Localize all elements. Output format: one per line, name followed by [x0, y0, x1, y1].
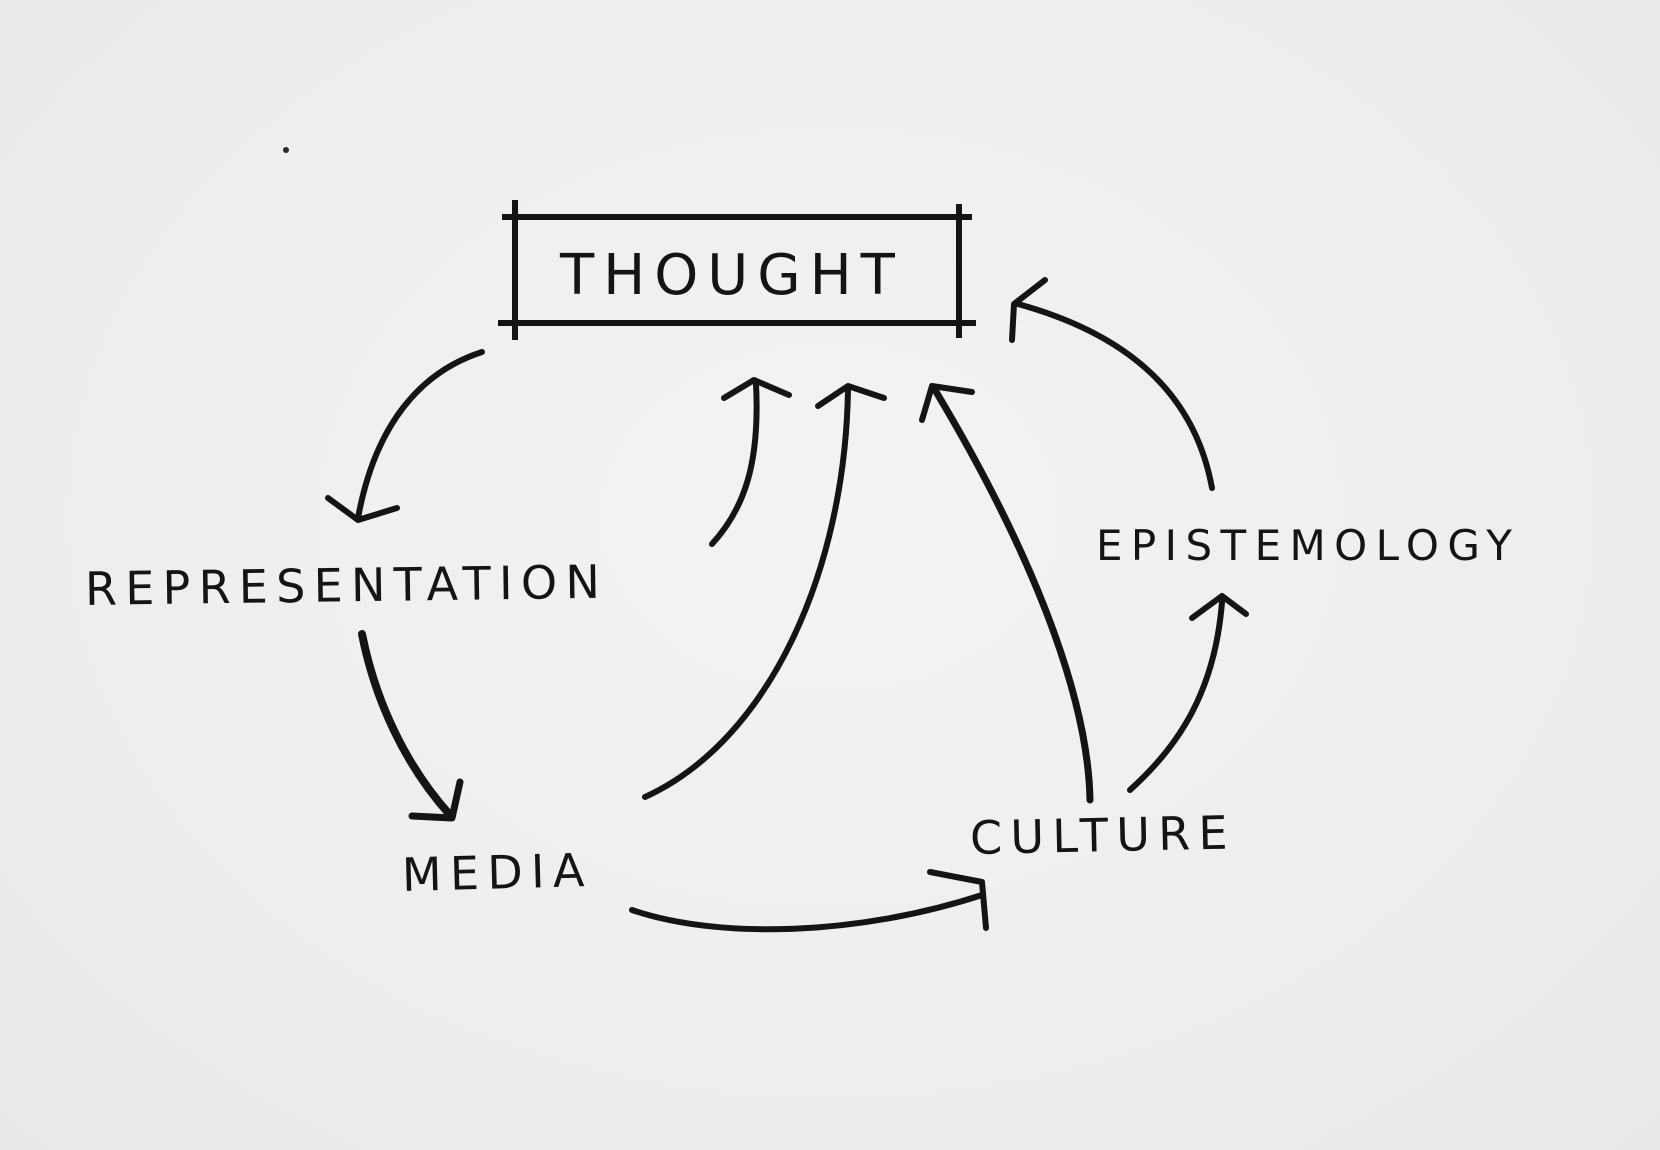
- arrow-epistemology-to-thought: [1009, 277, 1215, 491]
- thought-box-left-edge: [512, 200, 518, 340]
- arrow-representation-to-thought: [709, 377, 792, 547]
- node-media: MEDIA: [401, 843, 594, 902]
- node-thought: THOUGHT: [560, 243, 904, 308]
- thought-box-right-edge: [956, 204, 962, 338]
- node-epistemology: EPISTEMOLOGY: [1096, 521, 1521, 570]
- node-representation: REPRESENTATION: [84, 554, 609, 616]
- arrow-representation-to-media: [358, 630, 464, 822]
- ink-dot: [283, 147, 289, 153]
- arrow-culture-to-epistemology: [1127, 593, 1249, 793]
- thought-box: [498, 200, 976, 340]
- node-culture: CULTURE: [969, 805, 1237, 865]
- thought-box-bottom-edge: [498, 320, 976, 326]
- arrow-culture-to-thought: [919, 383, 1094, 804]
- arrow-media-to-thought: [642, 383, 887, 800]
- arrow-thought-to-representation: [325, 349, 485, 523]
- thought-box-top-edge: [502, 214, 972, 220]
- arrow-media-to-culture: [629, 869, 989, 933]
